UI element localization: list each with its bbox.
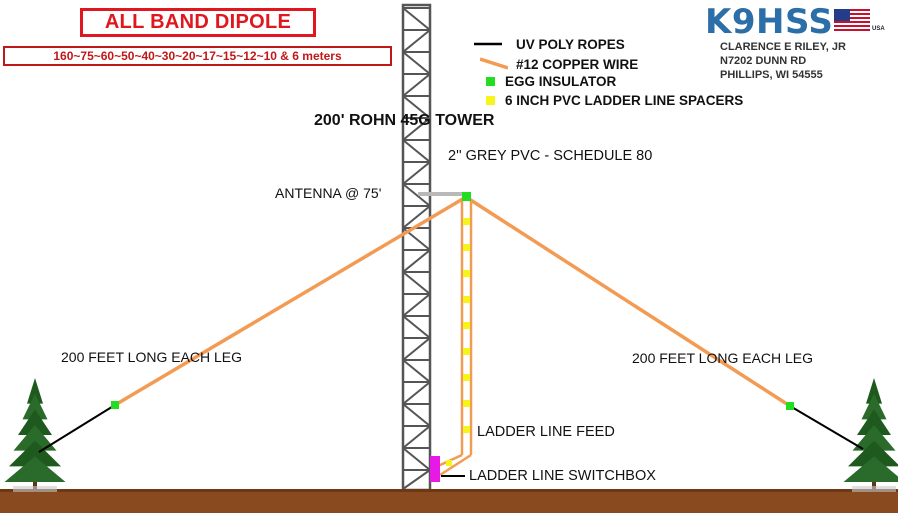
rope-right bbox=[789, 405, 864, 450]
tower-brace bbox=[402, 117, 431, 141]
tower-brace bbox=[402, 425, 431, 449]
tree-base bbox=[852, 486, 896, 492]
ladder-spacer bbox=[463, 270, 470, 277]
wire-line-icon bbox=[480, 57, 508, 70]
spacer-square-icon bbox=[486, 95, 495, 105]
left-end-insulator bbox=[111, 401, 119, 409]
title-box: ALL BAND DIPOLE bbox=[80, 8, 316, 37]
tree-foliage bbox=[861, 393, 887, 420]
right-leg-label: 200 FEET LONG EACH LEG bbox=[632, 350, 814, 366]
tower-brace bbox=[402, 337, 431, 361]
bands-box: 160~75~60~50~40~30~20~17~15~12~10 & 6 me… bbox=[3, 46, 392, 66]
switchbox-label: LADDER LINE SWITCHBOX bbox=[469, 468, 656, 484]
ladder-run-b bbox=[439, 453, 472, 477]
tower-brace bbox=[402, 95, 431, 119]
legend-label: #12 COPPER WIRE bbox=[516, 56, 639, 72]
tower-brace bbox=[402, 403, 431, 427]
tower-brace bbox=[402, 7, 431, 31]
ground-edge bbox=[0, 489, 898, 492]
dipole-leg-right bbox=[465, 195, 791, 408]
rope-left bbox=[38, 404, 116, 453]
tower-brace bbox=[402, 315, 431, 339]
left-leg-label: 200 FEET LONG EACH LEG bbox=[61, 349, 243, 365]
tower-brace bbox=[402, 29, 431, 53]
tower-brace bbox=[402, 469, 431, 490]
ladder-spacer bbox=[446, 460, 452, 466]
ladder-spacers bbox=[446, 218, 470, 466]
address-street: N7202 DUNN RD bbox=[720, 55, 807, 67]
tree-left bbox=[4, 378, 66, 492]
tree-foliage bbox=[848, 440, 898, 467]
tower-brace bbox=[402, 205, 431, 229]
ladder-spacer bbox=[463, 426, 470, 433]
tree-foliage bbox=[866, 378, 882, 404]
tower-brace bbox=[402, 139, 431, 163]
address-name: CLARENCE E RILEY, JR bbox=[720, 41, 846, 53]
tree-foliage bbox=[843, 456, 898, 482]
legend-wire: #12 COPPER WIRE bbox=[480, 55, 638, 73]
legend-insulator: EGG INSULATOR bbox=[486, 72, 616, 90]
tower-brace bbox=[402, 73, 431, 97]
ladder-spacer bbox=[463, 322, 470, 329]
tree-foliage bbox=[27, 378, 43, 404]
tree-right bbox=[843, 378, 898, 492]
ladder-spacer bbox=[463, 218, 470, 225]
diagram-title: ALL BAND DIPOLE bbox=[104, 11, 292, 33]
ladder-spacer bbox=[463, 348, 470, 355]
tree-foliage bbox=[9, 440, 61, 467]
tower-brace bbox=[402, 183, 431, 207]
tree-foliage bbox=[857, 409, 891, 435]
pvc-label: 2'' GREY PVC - SCHEDULE 80 bbox=[448, 148, 653, 164]
tree-foliage bbox=[4, 456, 66, 482]
tree-base bbox=[13, 486, 57, 492]
pvc-mast bbox=[418, 192, 467, 196]
ladder-spacer bbox=[463, 374, 470, 381]
antenna-height-label: ANTENNA @ 75' bbox=[275, 185, 382, 201]
legend-label: 6 INCH PVC LADDER LINE SPACERS bbox=[505, 92, 744, 108]
tree-foliage bbox=[13, 425, 57, 451]
tower-brace bbox=[402, 161, 431, 185]
address-city: PHILLIPS, WI 54555 bbox=[720, 69, 823, 81]
ground bbox=[0, 489, 898, 513]
ladder-spacer bbox=[463, 400, 470, 407]
callsign: K9HSS bbox=[705, 2, 834, 42]
bands-text: 160~75~60~50~40~30~20~17~15~12~10 & 6 me… bbox=[53, 49, 342, 63]
ladder-spacer bbox=[463, 296, 470, 303]
switchbox bbox=[430, 456, 440, 482]
address-block: CLARENCE E RILEY, JR N7202 DUNN RD PHILL… bbox=[720, 40, 846, 82]
tower bbox=[401, 3, 432, 492]
tower-brace bbox=[402, 293, 431, 317]
tower-brace bbox=[402, 271, 431, 295]
tower-brace bbox=[402, 359, 431, 383]
tower-brace bbox=[402, 381, 431, 405]
tree-foliage bbox=[18, 409, 52, 435]
legend-rope: UV POLY ROPES bbox=[474, 35, 625, 53]
legend-label: EGG INSULATOR bbox=[505, 73, 617, 89]
rope-line-icon bbox=[474, 42, 502, 46]
legend-label: UV POLY ROPES bbox=[516, 36, 625, 52]
ladder-feed-label: LADDER LINE FEED bbox=[477, 424, 615, 440]
tower-label: 200' ROHN 45G TOWER bbox=[314, 112, 495, 129]
tower-brace bbox=[402, 447, 431, 471]
center-insulator bbox=[462, 192, 471, 201]
ladder-spacer bbox=[463, 244, 470, 251]
tree-foliage bbox=[22, 393, 48, 420]
flag-caption: USA bbox=[872, 26, 885, 32]
legend-spacer: 6 INCH PVC LADDER LINE SPACERS bbox=[486, 91, 743, 109]
insulator-square-icon bbox=[486, 76, 495, 86]
ladder-line bbox=[437, 199, 473, 477]
tree-foliage bbox=[852, 425, 896, 451]
tower-brace bbox=[402, 51, 431, 75]
us-flag-icon bbox=[834, 9, 870, 33]
right-end-insulator bbox=[786, 402, 794, 410]
dipole-leg-left bbox=[114, 195, 467, 407]
tower-brace bbox=[402, 249, 431, 273]
